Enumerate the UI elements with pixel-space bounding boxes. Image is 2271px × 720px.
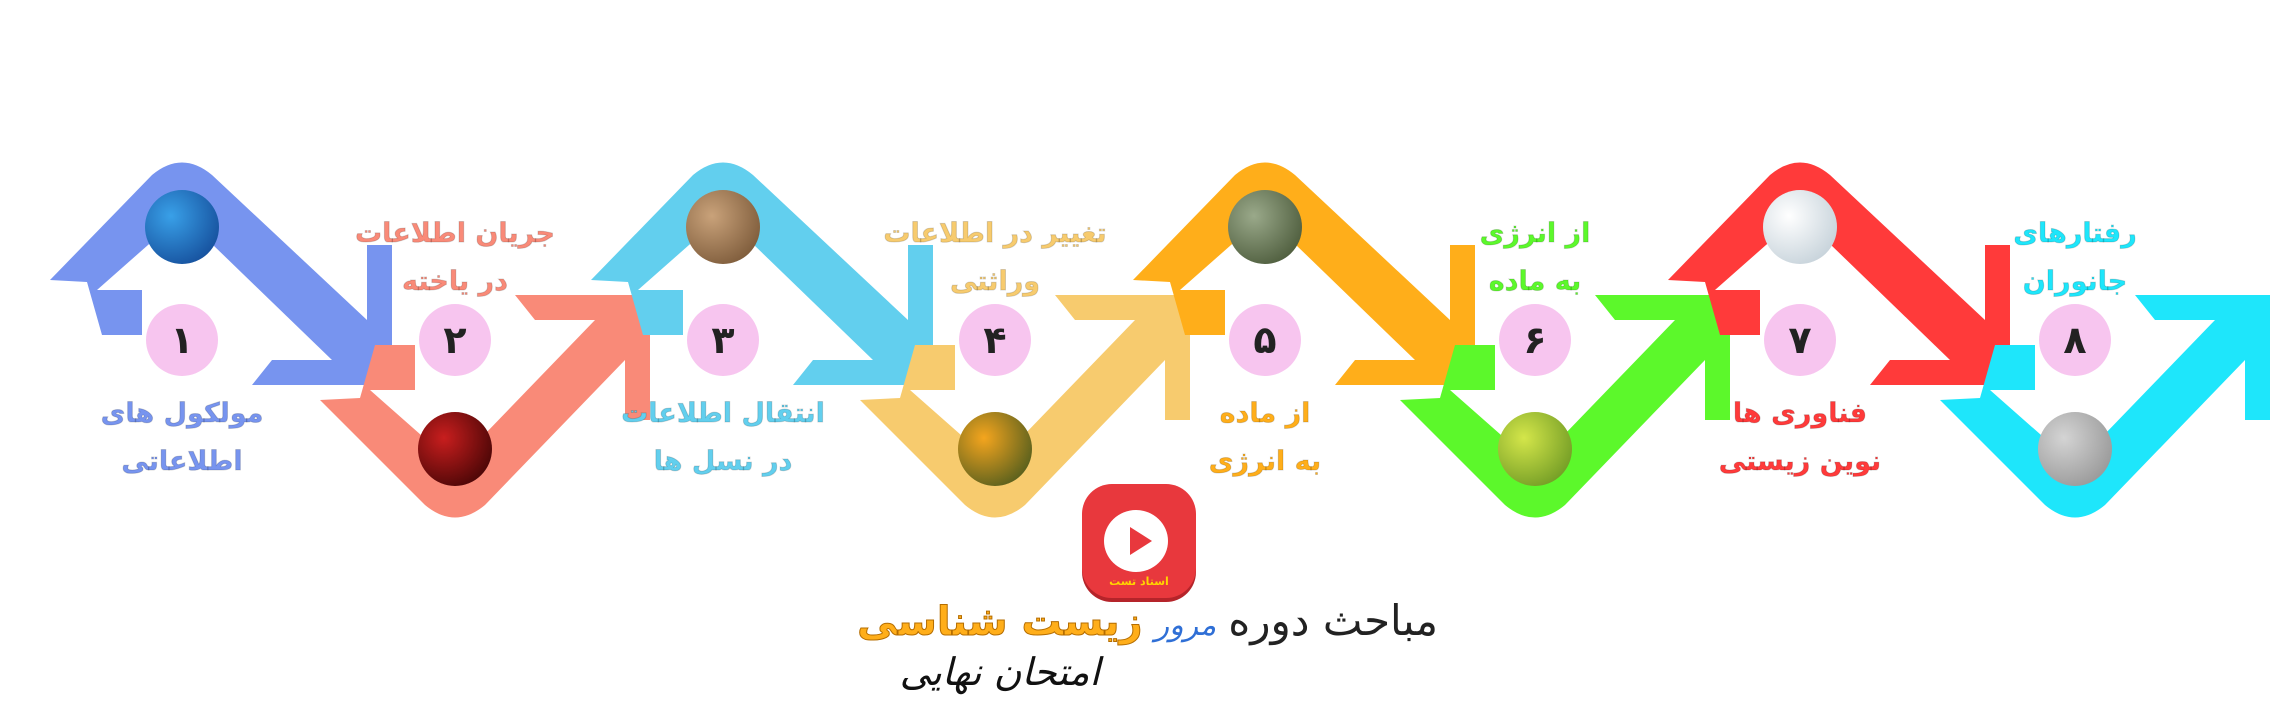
animal-photo-icon bbox=[2038, 412, 2112, 486]
title-part2: مرور bbox=[1154, 608, 1217, 643]
arrow-segment-4 bbox=[860, 295, 1190, 518]
arrow-segment-6 bbox=[1400, 295, 1730, 518]
arrow-segment-3 bbox=[591, 162, 933, 385]
step-label-line2: اطلاعاتی bbox=[121, 446, 243, 478]
step-label: از انرژی به ماده bbox=[1385, 210, 1685, 306]
step-number-circle: ۸ bbox=[2039, 304, 2111, 376]
step-number-circle: ۲ bbox=[419, 304, 491, 376]
arrow-segment-1 bbox=[50, 162, 392, 385]
play-logo-icon: استاد تست bbox=[1082, 484, 1196, 598]
step-label-line1: تغییر در اطلاعات bbox=[883, 218, 1107, 250]
laboratory-photo-icon bbox=[1763, 190, 1837, 264]
step-label-line1: جریان اطلاعات bbox=[355, 218, 555, 250]
arrow-segment-2 bbox=[320, 295, 650, 518]
citrus-photo-icon bbox=[958, 412, 1032, 486]
step-label: تغییر در اطلاعات وراثتی bbox=[845, 210, 1145, 306]
arrow-segment-8 bbox=[1940, 295, 2270, 518]
step-label: رفتارهای جانوران bbox=[1925, 210, 2225, 306]
forest-photo-icon bbox=[1228, 190, 1302, 264]
arrow-segment-5 bbox=[1133, 162, 1475, 385]
step-label-line1: رفتارهای bbox=[2013, 218, 2137, 250]
course-title: مباحث دوره مرور زیست شناسی bbox=[857, 596, 1438, 646]
step-number-circle: ۳ bbox=[687, 304, 759, 376]
step-number-circle: ۷ bbox=[1764, 304, 1836, 376]
leaves-photo-icon bbox=[1498, 412, 1572, 486]
step-label-line2: به ماده bbox=[1488, 266, 1582, 298]
red-blood-cells-photo-icon bbox=[418, 412, 492, 486]
step-label-line2: به انرژی bbox=[1208, 446, 1322, 478]
step-number-circle: ۶ bbox=[1499, 304, 1571, 376]
step-label: جریان اطلاعات در یاخته bbox=[305, 210, 605, 306]
step-label-line1: مولکول های bbox=[100, 398, 264, 430]
step-label-line2: وراثتی bbox=[949, 266, 1041, 298]
title-part1: مباحث دوره bbox=[1228, 596, 1438, 645]
course-subtitle: امتحان نهایی bbox=[899, 650, 1100, 694]
step-number-circle: ۴ bbox=[959, 304, 1031, 376]
step-label-line2: جانوران bbox=[2022, 266, 2128, 298]
step-label: از ماده به انرژی bbox=[1115, 390, 1415, 486]
step-label: مولکول های اطلاعاتی bbox=[32, 390, 332, 486]
step-label-line2: در نسل ها bbox=[653, 446, 793, 478]
play-triangle-icon bbox=[1130, 527, 1152, 555]
step-label: فناوری ها نوین زیستی bbox=[1650, 390, 1950, 486]
arrow-segment-7 bbox=[1668, 162, 2010, 385]
step-number-circle: ۱ bbox=[146, 304, 218, 376]
mammoth-photo-icon bbox=[686, 190, 760, 264]
step-number-circle: ۵ bbox=[1229, 304, 1301, 376]
step-label-line1: از ماده bbox=[1219, 398, 1311, 430]
step-label-line1: از انرژی bbox=[1479, 218, 1591, 250]
step-label-line2: نوین زیستی bbox=[1718, 446, 1882, 478]
step-label-line1: انتقال اطلاعات bbox=[621, 398, 825, 430]
step-label-line1: فناوری ها bbox=[1732, 398, 1868, 430]
step-label-line2: در یاخته bbox=[402, 266, 508, 298]
dna-photo-icon bbox=[145, 190, 219, 264]
step-label: انتقال اطلاعات در نسل ها bbox=[573, 390, 873, 486]
title-part3: زیست شناسی bbox=[857, 599, 1144, 646]
logo-brand: استاد تست bbox=[1109, 575, 1169, 588]
